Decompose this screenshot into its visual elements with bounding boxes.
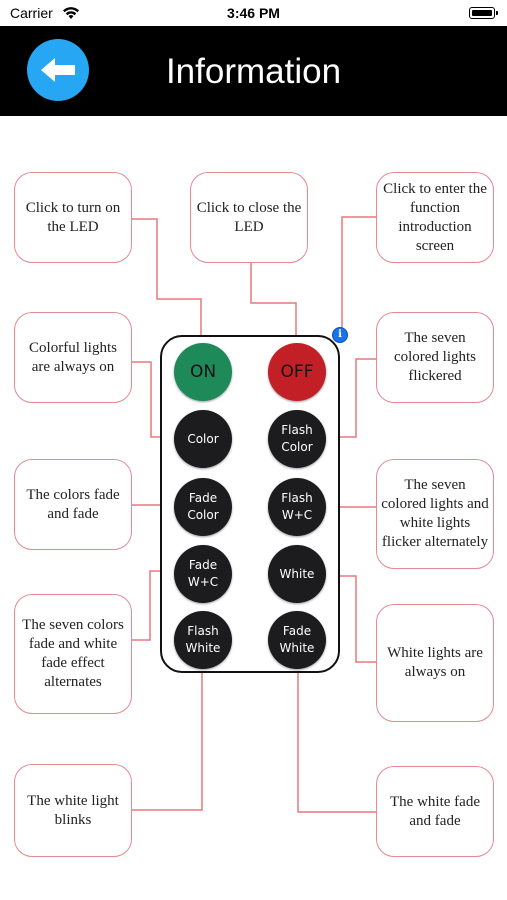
fade-color-button[interactable]: Fade Color <box>174 478 232 536</box>
fade-white-label-2: White <box>279 641 315 655</box>
flash-white-label-2: White <box>185 641 221 655</box>
off-button[interactable]: OFF <box>268 343 326 401</box>
flash-white-button[interactable]: Flash White <box>174 611 232 669</box>
diagram-area: Click to turn on the LED Click to close … <box>0 116 507 900</box>
status-time: 3:46 PM <box>227 5 280 21</box>
battery-icon <box>469 7 498 19</box>
flash-wc-label-2: W+C <box>281 508 313 522</box>
status-bar: Carrier 3:46 PM <box>0 0 507 26</box>
bubble-colorful: Colorful lights are always on <box>14 312 132 403</box>
bubble-enter: Click to enter the function introduction… <box>376 172 494 263</box>
off-button-label: OFF <box>280 361 314 382</box>
fade-wc-button[interactable]: Fade W+C <box>174 545 232 603</box>
flash-wc-label-1: Flash <box>281 491 313 505</box>
bubble-white-on: White lights are always on <box>376 604 494 722</box>
bubble-turn-on: Click to turn on the LED <box>14 172 132 263</box>
flash-wc-button[interactable]: Flash W+C <box>268 478 326 536</box>
color-button-label: Color <box>187 431 219 446</box>
fade-color-label-2: Color <box>187 508 219 522</box>
flash-white-label-1: Flash <box>187 624 219 638</box>
flash-color-label-1: Flash <box>281 423 313 437</box>
fade-white-button[interactable]: Fade White <box>268 611 326 669</box>
on-button[interactable]: ON <box>174 343 232 401</box>
wifi-icon <box>63 7 79 19</box>
bubble-seven-fade: The seven colors fade and white fade eff… <box>14 594 132 714</box>
on-button-label: ON <box>189 361 217 382</box>
fade-white-label-1: Fade <box>282 624 312 638</box>
flash-color-button[interactable]: Flash Color <box>268 410 326 468</box>
white-button-label: White <box>279 566 315 581</box>
color-button[interactable]: Color <box>174 410 232 468</box>
info-icon[interactable]: i <box>332 327 348 343</box>
bubble-close: Click to close the LED <box>190 172 308 263</box>
flash-color-label-2: Color <box>281 440 313 454</box>
fade-wc-label-1: Fade <box>188 558 218 572</box>
carrier-label: Carrier <box>10 5 53 21</box>
bubble-colors-fade: The colors fade and fade <box>14 459 132 550</box>
remote-control: ON OFF Color Flash Color Fade Color Flas… <box>160 335 340 673</box>
bubble-white-fade: The white fade and fade <box>376 766 494 857</box>
fade-color-label-1: Fade <box>188 491 218 505</box>
bubble-seven-white-flicker: The seven colored lights and white light… <box>376 459 494 569</box>
bubble-white-blinks: The white light blinks <box>14 764 132 857</box>
fade-wc-label-2: W+C <box>187 575 219 589</box>
bubble-seven-flicker: The seven colored lights flickered <box>376 312 494 403</box>
page-title: Information <box>165 52 342 91</box>
arrow-left-icon <box>41 58 75 82</box>
back-button[interactable] <box>27 39 89 101</box>
navigation-bar: Information <box>0 26 507 116</box>
white-button[interactable]: White <box>268 545 326 603</box>
